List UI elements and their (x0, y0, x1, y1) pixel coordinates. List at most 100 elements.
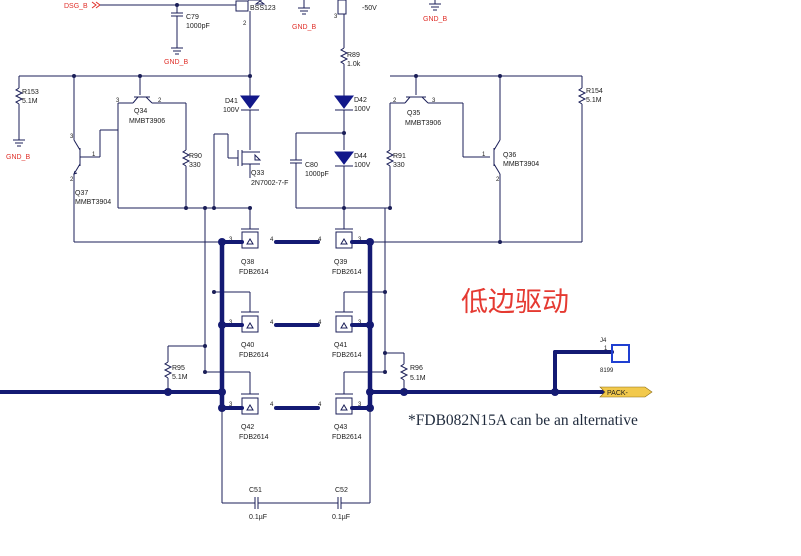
r96-resistor: R96 5.1M (385, 352, 426, 392)
svg-text:Q34: Q34 (134, 108, 147, 115)
bss123-mosfet: BSS123 2 (235, 0, 276, 76)
c79-capacitor: C79 1000pF (171, 5, 210, 48)
svg-text:FDB2614: FDB2614 (239, 352, 269, 359)
q35-transistor: 2 3 Q35 MMBT3906 (390, 76, 463, 127)
dsg-net-label: DSG_B (64, 1, 101, 10)
q37-transistor: 3 1 2 Q37 MMBT3904 (70, 76, 111, 242)
svg-text:1000pF: 1000pF (186, 23, 210, 30)
j4-connector: J4 1 8199 (600, 338, 630, 374)
d41-diode: D41 100V (223, 76, 260, 150)
svg-text:MMBT3906: MMBT3906 (129, 118, 165, 125)
svg-text:R154: R154 (586, 88, 603, 95)
q33-mosfet: Q33 2N7002-7-F (213, 133, 288, 208)
svg-text:R89: R89 (347, 52, 360, 59)
svg-text:4: 4 (270, 237, 274, 243)
svg-text:5.1M: 5.1M (586, 97, 602, 104)
svg-text:BSS123: BSS123 (250, 5, 276, 12)
gnd-symbol-right: GND_B (423, 0, 447, 23)
d42-diode: D42 100V (334, 95, 371, 150)
svg-text:FDB2614: FDB2614 (239, 269, 269, 276)
svg-text:8199: 8199 (600, 368, 614, 374)
svg-text:Q42: Q42 (241, 424, 254, 431)
power-bus (0, 238, 624, 412)
svg-text:5.1M: 5.1M (172, 374, 188, 381)
negative-supply-transistor: 3 -50V (334, 0, 377, 48)
svg-text:4: 4 (270, 402, 274, 408)
svg-text:1000pF: 1000pF (305, 171, 329, 178)
svg-text:330: 330 (189, 162, 201, 169)
gnd-symbol-left: GND_B (6, 139, 30, 161)
svg-text:5.1M: 5.1M (410, 375, 426, 382)
r89-resistor: R89 1.0k (339, 47, 361, 96)
svg-text:GND_B: GND_B (292, 24, 316, 31)
c52-capacitor: C52 0.1µF (296, 487, 370, 521)
svg-text:D42: D42 (354, 97, 367, 104)
svg-text:1: 1 (482, 152, 486, 158)
svg-text:100V: 100V (223, 107, 240, 114)
svg-text:D44: D44 (354, 153, 367, 160)
svg-text:4: 4 (270, 320, 274, 326)
svg-text:2: 2 (158, 98, 162, 104)
svg-text:3: 3 (229, 402, 233, 408)
svg-text:MMBT3904: MMBT3904 (503, 161, 539, 168)
svg-text:FDB2614: FDB2614 (332, 269, 362, 276)
svg-text:1: 1 (604, 346, 608, 352)
svg-text:2: 2 (243, 21, 247, 27)
svg-text:2N7002-7-F: 2N7002-7-F (251, 180, 288, 187)
svg-text:-50V: -50V (362, 5, 377, 12)
svg-text:Q41: Q41 (334, 342, 347, 349)
svg-text:4: 4 (318, 237, 322, 243)
svg-text:R96: R96 (410, 365, 423, 372)
d44-diode: D44 100V (334, 151, 371, 208)
svg-text:3: 3 (432, 98, 436, 104)
q36-transistor: 1 2 Q36 MMBT3904 (482, 76, 539, 242)
alternative-part-note: *FDB082N15A can be an alternative (408, 412, 638, 429)
low-side-drive-title: 低边驱动 (461, 287, 569, 318)
svg-text:MMBT3904: MMBT3904 (75, 199, 111, 206)
r153-resistor: R153 5.1M (14, 76, 39, 140)
svg-text:3: 3 (334, 14, 338, 20)
r91-resistor: R91 330 (385, 149, 406, 208)
q34-transistor: 3 2 Q34 MMBT3906 (116, 76, 186, 208)
svg-text:1: 1 (92, 152, 96, 158)
svg-text:4: 4 (318, 320, 322, 326)
svg-text:FDB2614: FDB2614 (239, 434, 269, 441)
svg-text:Q38: Q38 (241, 259, 254, 266)
svg-text:GND_B: GND_B (6, 154, 30, 161)
r154-resistor: R154 5.1M (577, 76, 603, 242)
r90-resistor: R90 330 (181, 149, 202, 208)
svg-text:GND_B: GND_B (164, 59, 188, 66)
svg-text:2: 2 (496, 177, 500, 183)
r95-resistor: R95 5.1M (163, 345, 205, 392)
svg-text:5.1M: 5.1M (22, 98, 38, 105)
svg-text:FDB2614: FDB2614 (332, 434, 362, 441)
svg-text:D41: D41 (225, 98, 238, 105)
pack-minus-flag: PACK- (599, 386, 653, 398)
svg-text:3: 3 (358, 402, 362, 408)
svg-text:Q37: Q37 (75, 190, 88, 197)
svg-text:R91: R91 (393, 153, 406, 160)
svg-text:2: 2 (70, 177, 74, 183)
svg-text:GND_B: GND_B (423, 16, 447, 23)
svg-text:100V: 100V (354, 162, 371, 169)
svg-text:J4: J4 (600, 338, 607, 344)
q42-mosfet: 3 4 Q42 FDB2614 (205, 371, 274, 441)
svg-text:0.1µF: 0.1µF (332, 514, 350, 521)
svg-text:FDB2614: FDB2614 (332, 352, 362, 359)
svg-text:C79: C79 (186, 14, 199, 21)
q40-mosfet: 3 4 Q40 FDB2614 (214, 291, 274, 359)
svg-text:R90: R90 (189, 153, 202, 160)
svg-text:C51: C51 (249, 487, 262, 494)
svg-text:330: 330 (393, 162, 405, 169)
svg-text:Q40: Q40 (241, 342, 254, 349)
svg-text:4: 4 (318, 402, 322, 408)
svg-text:PACK-: PACK- (607, 390, 629, 397)
svg-text:100V: 100V (354, 106, 371, 113)
svg-text:DSG_B: DSG_B (64, 3, 88, 10)
gnd-symbol-top: GND_B (292, 0, 316, 31)
svg-text:Q43: Q43 (334, 424, 347, 431)
svg-text:R153: R153 (22, 89, 39, 96)
gnd-symbol-c79: GND_B (164, 47, 188, 66)
